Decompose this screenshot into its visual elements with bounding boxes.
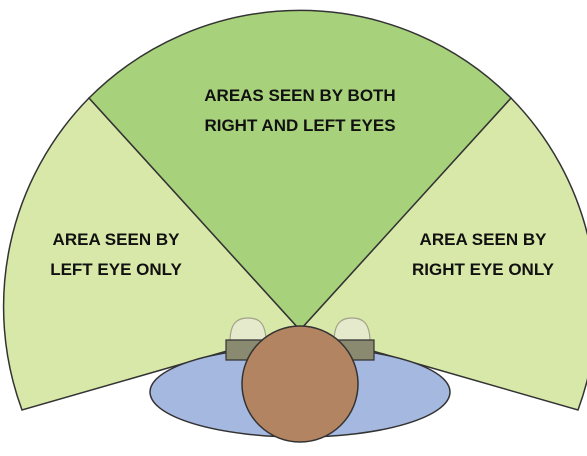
center-label-line-2: RIGHT AND LEFT EYES [204,116,395,135]
right-label-line-1: AREA SEEN BY [420,230,548,249]
center-label-line-1: AREAS SEEN BY BOTH [204,86,395,105]
left-label-line-1: AREA SEEN BY [53,230,181,249]
left-label-line-2: LEFT EYE ONLY [50,260,182,279]
left-eye-lens-icon [230,318,266,342]
right-eye-lens-icon [334,318,370,342]
head-circle [242,326,358,442]
right-label-line-2: RIGHT EYE ONLY [412,260,555,279]
